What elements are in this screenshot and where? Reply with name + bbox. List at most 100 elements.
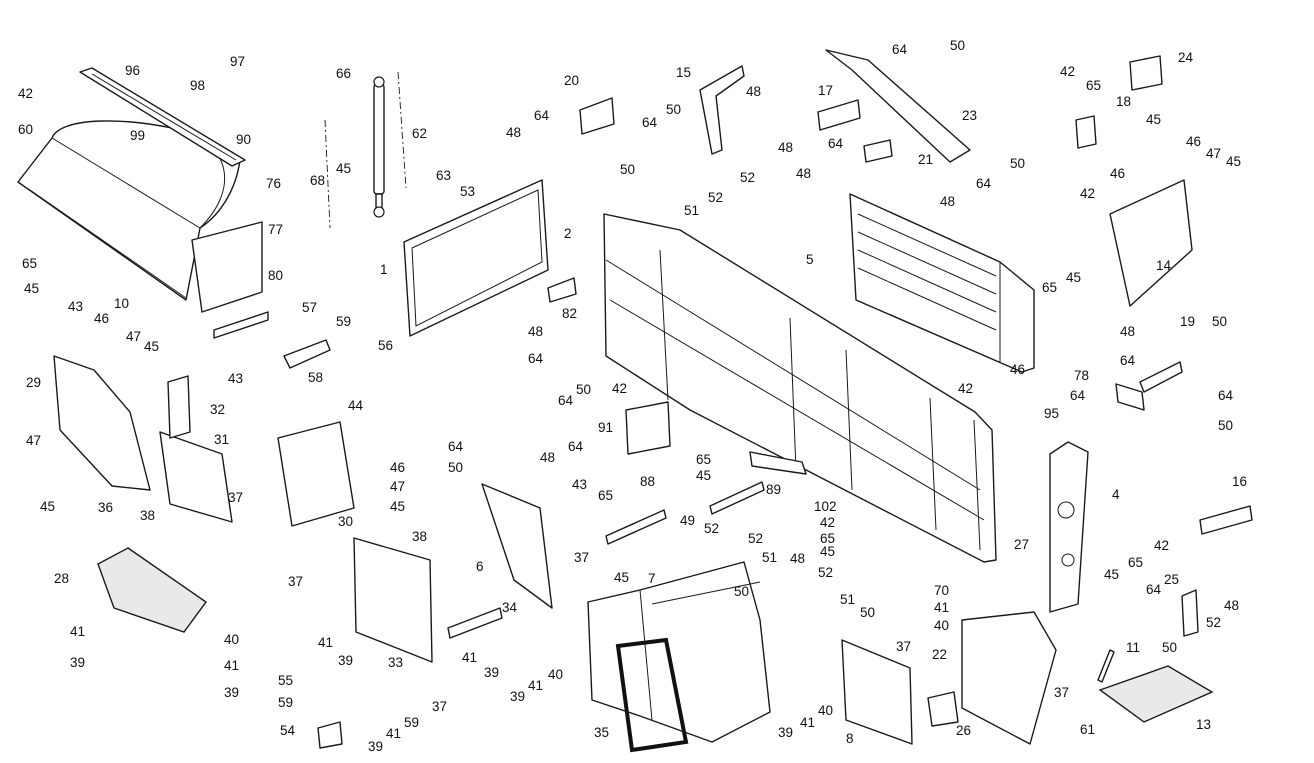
callout-label: 41: [70, 624, 85, 639]
callout-label: 88: [640, 474, 655, 489]
callout-label: 65: [1086, 78, 1101, 93]
callout-label: 48: [940, 194, 955, 209]
callout-label: 7: [648, 571, 656, 586]
callout-label: 18: [1116, 94, 1131, 109]
callout-label: 47: [26, 433, 41, 448]
part-28-tray: [97, 547, 207, 633]
callout-label: 42: [958, 381, 973, 396]
callout-label: 40: [224, 632, 239, 647]
callout-label: 60: [18, 122, 33, 137]
callout-label: 37: [574, 550, 589, 565]
part-24-bracket: [1129, 55, 1163, 91]
callout-label: 65: [598, 488, 613, 503]
callout-label: 24: [1178, 50, 1194, 65]
callout-label: 50: [448, 460, 463, 475]
callout-label: 16: [1232, 474, 1247, 489]
callout-label: 40: [934, 618, 949, 633]
callout-label: 97: [230, 54, 245, 69]
part-54-block: [317, 721, 343, 749]
callout-label: 51: [840, 592, 855, 607]
part-7-box: [587, 561, 771, 743]
callout-label: 50: [950, 38, 965, 53]
callout-label: 45: [390, 499, 405, 514]
callout-label: 48: [796, 166, 811, 181]
callout-label: 50: [860, 605, 875, 620]
callout-label: 39: [778, 725, 793, 740]
part-14-side-panel: [1109, 179, 1193, 307]
callout-label: 42: [612, 381, 627, 396]
part-22-cover: [961, 611, 1057, 745]
callout-label: 22: [932, 647, 947, 662]
part-18-bracket: [1075, 115, 1097, 149]
part-66-gas-spring: [373, 76, 385, 218]
callout-label: 36: [98, 500, 113, 515]
callout-label: 45: [1226, 154, 1241, 169]
part-30-bracket-plate: [277, 421, 355, 527]
callout-label: 48: [778, 140, 793, 155]
callout-label: 64: [828, 136, 844, 151]
part-88-bar: [605, 509, 667, 545]
part-1-panel: [403, 179, 549, 337]
callout-label: 23: [962, 108, 977, 123]
callout-label: 21: [918, 152, 933, 167]
callout-label: 37: [288, 574, 303, 589]
callout-label: 37: [228, 490, 243, 505]
callout-label: 50: [1218, 418, 1233, 433]
callout-label: 45: [820, 544, 835, 559]
callout-label: 11: [1126, 640, 1140, 655]
callout-label: 5: [806, 252, 814, 267]
callout-label: 42: [1060, 64, 1075, 79]
callout-label: 64: [1070, 388, 1086, 403]
part-102-bracket: [749, 451, 807, 475]
callout-label: 37: [896, 639, 911, 654]
callout-label: 48: [790, 551, 805, 566]
part-2-grille: [603, 213, 997, 563]
callout-label: 45: [696, 468, 711, 483]
callout-label: 41: [528, 678, 543, 693]
callout-label: 39: [484, 665, 499, 680]
callout-label: 30: [338, 514, 353, 529]
part-32-angle: [167, 375, 191, 439]
callout-label: 98: [190, 78, 205, 93]
callout-label: 45: [1146, 112, 1161, 127]
part-90-strip: [79, 67, 246, 167]
callout-label: 29: [26, 375, 41, 390]
callout-label: 61: [1080, 722, 1095, 737]
callout-label: 46: [94, 311, 109, 326]
callout-label: 19: [1180, 314, 1195, 329]
callout-label: 15: [676, 65, 691, 80]
callout-label: 27: [1014, 537, 1029, 552]
part-16-bracket: [1199, 505, 1253, 535]
callout-label: 39: [368, 739, 383, 754]
callout-label: 64: [1146, 582, 1162, 597]
callout-label: 45: [40, 499, 55, 514]
callout-label: 66: [336, 66, 351, 81]
part-91-bracket: [625, 401, 671, 455]
part-25-plate: [1181, 589, 1199, 637]
callout-label: 48: [528, 324, 543, 339]
callout-label: 46: [1010, 362, 1025, 377]
callout-label: 39: [224, 685, 239, 700]
callout-label: 51: [684, 203, 699, 218]
callout-label: 64: [568, 439, 584, 454]
callout-label: 35: [594, 725, 609, 740]
callout-label: 47: [1206, 146, 1221, 161]
callout-label: 59: [404, 715, 419, 730]
part-35-frame: [615, 637, 689, 753]
callout-label: 76: [266, 176, 281, 191]
callout-label: 41: [800, 715, 815, 730]
callout-label: 45: [336, 161, 351, 176]
part-11-rod: [1097, 649, 1115, 683]
callout-label: 56: [378, 338, 393, 353]
callout-label: 50: [1162, 640, 1177, 655]
callout-label: 42: [1154, 538, 1169, 553]
part-33-cover: [353, 537, 433, 663]
callout-label: 102: [814, 499, 837, 514]
callout-label: 42: [18, 86, 33, 101]
callout-label: 33: [388, 655, 403, 670]
callout-label: 47: [126, 329, 141, 344]
callout-label: 46: [1110, 166, 1125, 181]
callout-label: 2: [564, 226, 572, 241]
part-13-floor-plate: [1098, 665, 1214, 723]
part-23-crossmember: [825, 49, 971, 163]
